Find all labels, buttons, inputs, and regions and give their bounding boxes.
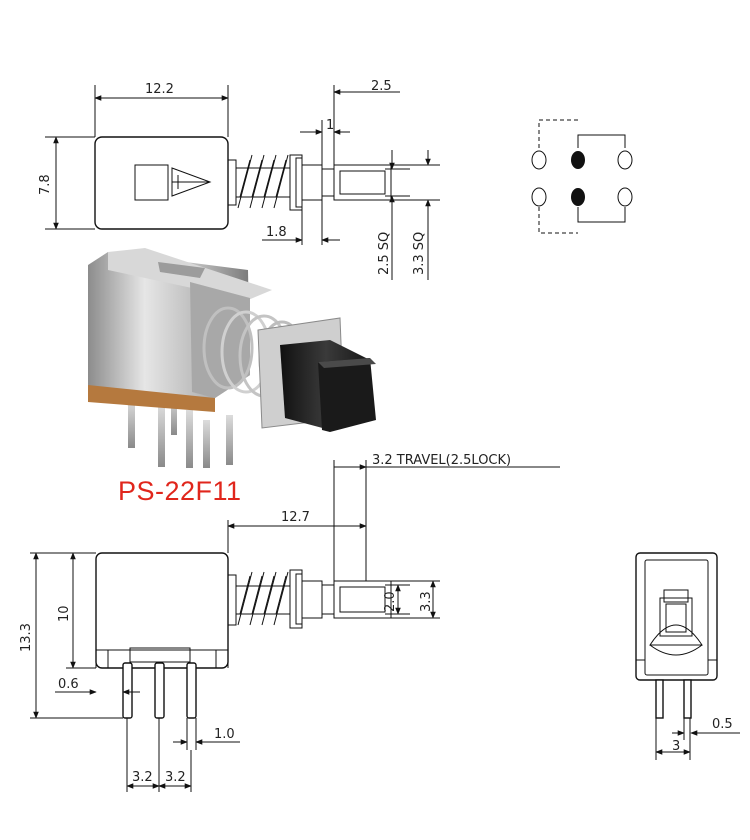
side-button-cap [333, 580, 392, 619]
travel-dim: 3.2 TRAVEL(2.5LOCK) [372, 453, 511, 468]
top-button-cap [333, 164, 392, 201]
length-dim: 12.7 [281, 510, 310, 525]
top-spring [227, 154, 290, 209]
top-stroke-dim: 2.5 [371, 79, 392, 94]
end-body-outline [635, 552, 718, 681]
model-label: PS-22F11 [118, 476, 242, 506]
side-view: 3.2 TRAVEL(2.5LOCK) 12.7 2.0 3.3 13.3 10… [19, 453, 560, 792]
side-body-outline [95, 552, 229, 669]
product-photo [88, 248, 376, 468]
pin-width-dim: 1.0 [214, 727, 235, 742]
pin-common [571, 151, 585, 169]
side-pin [122, 662, 133, 719]
pitch-right-dim: 3.2 [165, 770, 186, 785]
top-symbol-box [134, 164, 169, 201]
top-outer-sq-dim: 3.3 SQ [412, 232, 427, 275]
top-height-dim: 7.8 [38, 174, 53, 195]
side-pin [154, 662, 165, 719]
contact-schematic [531, 119, 633, 234]
shaft-outer-dim: 3.3 [419, 591, 434, 612]
side-pin [186, 662, 197, 719]
total-height-dim: 13.3 [19, 623, 34, 652]
top-stem [301, 164, 323, 201]
end-pin-thickness-dim: 0.5 [712, 717, 733, 732]
side-spring [227, 571, 290, 626]
pin-circle [531, 150, 547, 170]
end-view: 3 0.5 [635, 552, 740, 760]
pin-circle [617, 187, 633, 207]
body-height-dim: 10 [57, 605, 72, 622]
pin-circle [531, 187, 547, 207]
end-pin-pitch-dim: 3 [672, 739, 680, 754]
top-view: 12.2 7.8 2.5 1 1.8 2.5 SQ 3.3 SQ [38, 79, 440, 280]
pin-common [571, 188, 585, 206]
pin-offset-dim: 0.6 [58, 677, 79, 692]
pitch-left-dim: 3.2 [132, 770, 153, 785]
top-collar-dim: 1.8 [266, 225, 287, 240]
pin-circle [617, 150, 633, 170]
shaft-inner-dim: 2.0 [383, 591, 398, 612]
top-gap-dim: 1 [326, 118, 334, 133]
top-inner-sq-dim: 2.5 SQ [377, 232, 392, 275]
top-width-dim: 12.2 [145, 82, 174, 97]
